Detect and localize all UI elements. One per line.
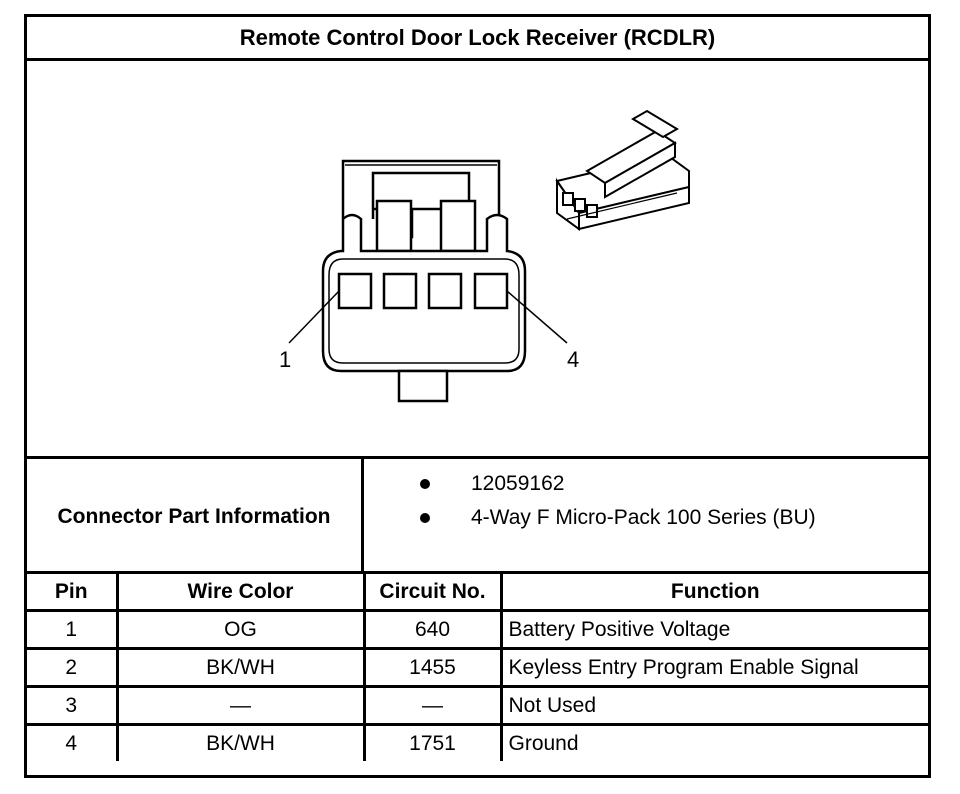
header-pin: Pin (27, 571, 119, 612)
connector-description: 4-Way F Micro-Pack 100 Series (BU) (471, 506, 816, 529)
cell-pin: 2 (27, 647, 119, 688)
table-row: 1 OG 640 Battery Positive Voltage (27, 609, 928, 650)
cell-function: Not Used (499, 685, 928, 726)
connector-sheet: Remote Control Door Lock Receiver (RCDLR… (24, 14, 931, 778)
cell-circuit-no: 1455 (362, 647, 503, 688)
cell-function: Ground (499, 723, 928, 761)
pin-table-header-row: Pin Wire Color Circuit No. Function (27, 571, 928, 612)
pin-table: Pin Wire Color Circuit No. Function 1 OG… (27, 571, 928, 761)
cell-wire-color: BK/WH (115, 723, 366, 761)
part-info-item: 4-Way F Micro-Pack 100 Series (BU) (364, 505, 928, 535)
header-wire-color: Wire Color (115, 571, 366, 612)
cell-pin: 4 (27, 723, 119, 761)
part-info-item: 12059162 (364, 471, 928, 501)
cell-pin: 3 (27, 685, 119, 726)
cell-wire-color: BK/WH (115, 647, 366, 688)
connector-part-info: Connector Part Information 12059162 4-Wa… (27, 456, 928, 574)
cell-circuit-no: — (362, 685, 503, 726)
connector-part-info-list: 12059162 4-Way F Micro-Pack 100 Series (… (364, 459, 928, 574)
header-circuit-no: Circuit No. (362, 571, 503, 612)
connector-part-info-label: Connector Part Information (27, 459, 364, 574)
cell-function: Battery Positive Voltage (499, 609, 928, 650)
cell-pin: 1 (27, 609, 119, 650)
pin-1-label: 1 (279, 347, 292, 372)
header-function: Function (499, 571, 928, 612)
cell-wire-color: — (115, 685, 366, 726)
pin-4-label: 4 (567, 347, 580, 372)
table-row: 2 BK/WH 1455 Keyless Entry Program Enabl… (27, 647, 928, 688)
cell-function: Keyless Entry Program Enable Signal (499, 647, 928, 688)
table-row: 4 BK/WH 1751 Ground (27, 723, 928, 761)
cell-circuit-no: 1751 (362, 723, 503, 761)
connector-face-svg (288, 109, 690, 403)
bullet-icon (420, 479, 430, 489)
cell-wire-color: OG (115, 609, 366, 650)
sheet-title: Remote Control Door Lock Receiver (RCDLR… (27, 17, 928, 61)
cell-circuit-no: 640 (362, 609, 503, 650)
bullet-icon (420, 513, 430, 523)
table-row: 3 — — Not Used (27, 685, 928, 726)
part-number: 12059162 (471, 472, 565, 495)
connector-drawing: 1 4 (27, 61, 928, 456)
